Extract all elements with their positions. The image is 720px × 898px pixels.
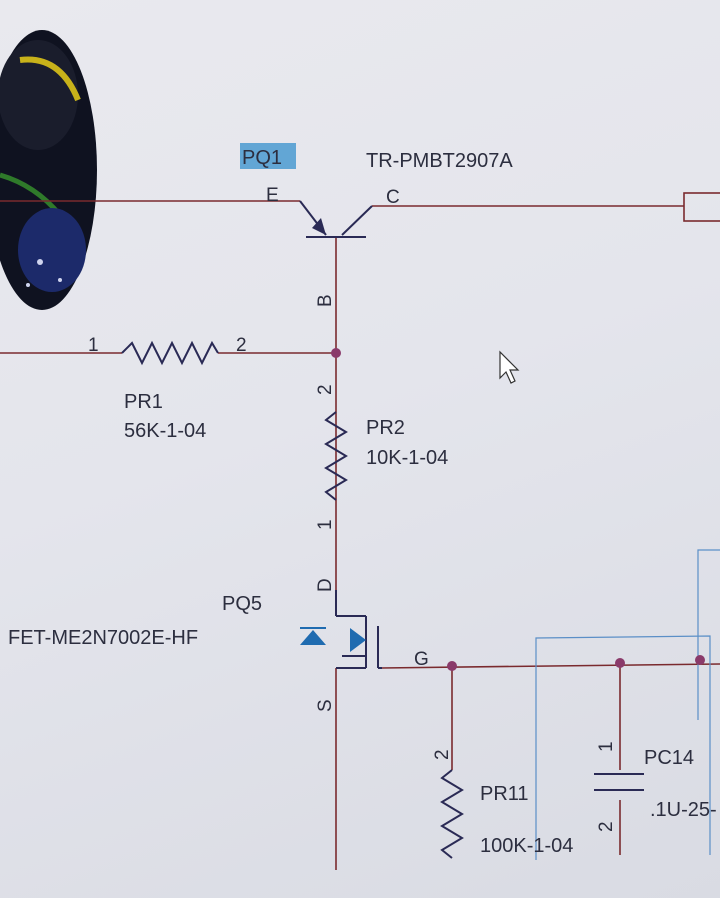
pq5-ref: PQ5 [222,593,262,615]
pc14-pin1: 1 [596,741,617,752]
junction-right [695,655,705,665]
resistor-pr1[interactable] [121,340,219,366]
arrow-cursor-icon [499,350,520,384]
pq1-ref: PQ1 [242,147,282,169]
pr1-value: 56K-1-04 [124,420,206,442]
pq5-pin-g: G [414,649,429,670]
pr1-ref: PR1 [124,391,163,413]
pr2-ref: PR2 [366,417,405,439]
capacitor-pc14[interactable] [594,773,644,791]
pq5-value: FET-ME2N7002E-HF [8,627,198,649]
pr2-pin2: 2 [315,384,336,395]
pq5-pin-s: S [315,699,336,712]
junction-gate [447,661,457,671]
pr2-pin1: 1 [315,519,336,530]
pr11-pin2: 2 [432,749,453,760]
pq5-pin-d: D [315,578,336,592]
pc14-ref: PC14 [644,747,694,769]
transistor-pq1[interactable] [299,200,373,238]
emitter-arrow-icon [312,218,326,235]
mosfet-pq5[interactable] [335,590,382,669]
pq1-value: TR-PMBT2907A [366,150,513,172]
pr11-ref: PR11 [480,783,529,805]
pq1-pin-b: B [315,294,336,307]
junction-pc14 [615,658,625,668]
pr2-value: 10K-1-04 [366,447,448,469]
resistor-pr2[interactable] [324,411,348,501]
junction-base [331,348,341,358]
pc14-value: .1U-25- [650,799,717,821]
resistor-pr11[interactable] [440,769,464,859]
pq1-pin-c: C [386,187,400,208]
desktop-icon-blob [0,30,97,310]
pq1-pin-e: E [266,185,279,206]
pr11-value: 100K-1-04 [480,835,573,857]
body-diode-icon [300,627,326,645]
pr1-pin1: 1 [88,335,99,356]
connector-box[interactable] [683,192,720,222]
pq1-ref-highlight [240,143,296,169]
mosfet-arrow-icon [350,628,366,652]
pc14-pin2: 2 [596,821,617,832]
pr1-pin2: 2 [236,335,247,356]
wires [0,200,720,870]
